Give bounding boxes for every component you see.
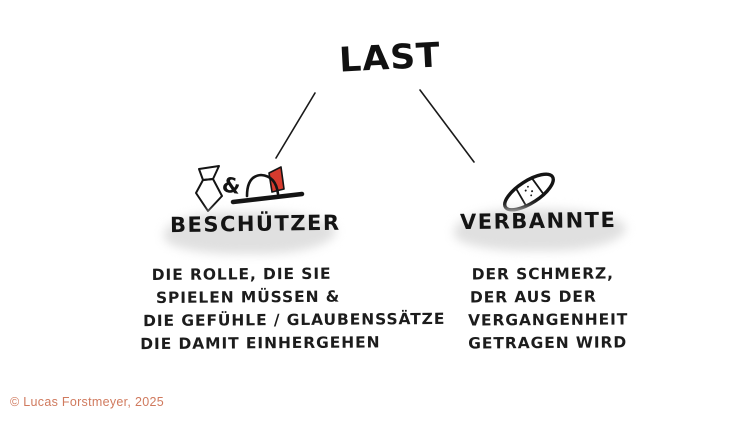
necktie-icon [195, 165, 223, 212]
description-line: GETRAGEN WIRD [468, 333, 628, 353]
connector-right-line [419, 89, 475, 163]
description-line: DIE DAMIT EINHERGEHEN [140, 333, 381, 354]
description-line: VERGANGENHEIT [468, 310, 629, 330]
beschuetzer-icon-group: & [195, 165, 305, 212]
description-line: DIE GEFÜHLE / GLAUBENSSÄTZE [143, 309, 446, 331]
verbannte-description: DER SCHMERZ, DER AUS DER VERGANGENHEIT G… [468, 262, 629, 355]
node-beschuetzer: BESCHÜTZER [164, 210, 341, 254]
red-feather [268, 166, 285, 193]
node-verbannte: VERBANNTE [454, 207, 626, 251]
copyright-notice: © Lucas Forstmeyer, 2025 [10, 395, 164, 409]
description-line: SPIELEN MÜSSEN & [155, 287, 341, 307]
beschuetzer-description: DIE ROLLE, DIE SIE SPIELEN MÜSSEN & DIE … [140, 262, 446, 356]
highlight-blob [454, 209, 626, 251]
bandage-icon [503, 172, 555, 212]
description-line: DIE ROLLE, DIE SIE [151, 264, 332, 285]
hat-with-red-feather-icon [230, 166, 305, 205]
description-line: DER AUS DER [469, 287, 597, 307]
highlight-blob [164, 212, 336, 254]
node-label-beschuetzer: BESCHÜTZER [169, 210, 341, 238]
ampersand-glyph: & [221, 173, 242, 199]
connector-left-line [275, 92, 316, 159]
node-label-verbannte: VERBANNTE [459, 207, 617, 235]
description-line: DER SCHMERZ, [471, 264, 614, 284]
